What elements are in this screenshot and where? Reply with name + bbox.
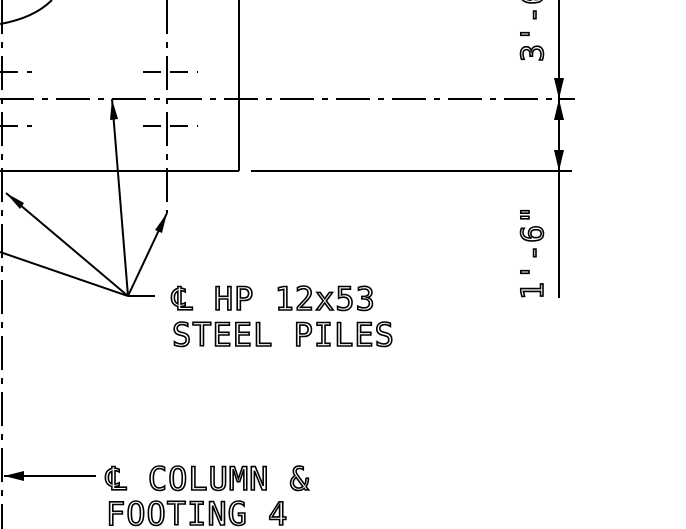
pile-label-line2: STEEL PILES bbox=[172, 316, 395, 354]
pile-leader-1-arrow bbox=[110, 99, 118, 120]
column-label-line1: ℄ COLUMN & bbox=[105, 460, 310, 498]
circle-arc bbox=[0, 0, 53, 25]
column-leader-arrow bbox=[4, 471, 24, 481]
dimension-arrow-up-bottom bbox=[554, 150, 564, 171]
pile-leader-4 bbox=[0, 251, 129, 297]
column-label-line2: FOOTING 4 bbox=[106, 495, 288, 529]
dimension-arrow-down-mid bbox=[554, 99, 564, 120]
pile-leader-3 bbox=[5, 192, 129, 297]
dimension-arrow-up-top bbox=[554, 78, 564, 99]
pile-leader-3-arrow bbox=[6, 193, 24, 209]
pile-leader-2-arrow bbox=[155, 213, 167, 233]
pile-leader-1 bbox=[111, 98, 129, 297]
pile-label-line1: ℄ HP 12x53 bbox=[171, 280, 376, 318]
dimension-text-lower: 1'-6" bbox=[516, 205, 551, 300]
dimension-text-upper: 3'-6" bbox=[516, 0, 551, 62]
